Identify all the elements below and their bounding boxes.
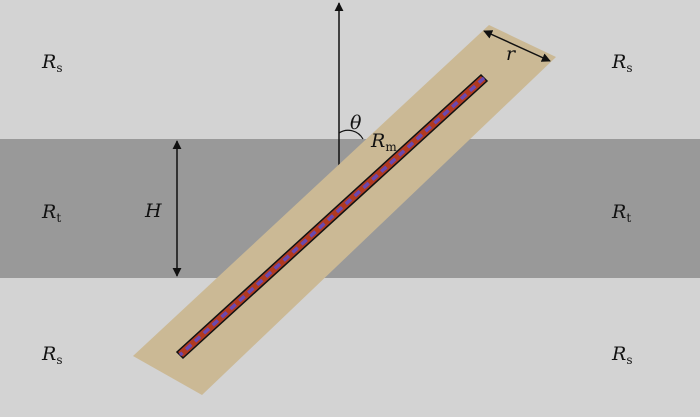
label-thickness: H bbox=[144, 200, 162, 222]
label-angle: θ bbox=[350, 112, 362, 134]
label-rs-bottom-right: Rs bbox=[611, 343, 632, 367]
label-rs-top-right: Rs bbox=[611, 51, 632, 75]
label-radius: r bbox=[506, 43, 517, 65]
label-rs-bottom-left: Rs bbox=[41, 343, 62, 367]
label-rs-top-left: Rs bbox=[41, 51, 62, 75]
shoulder-bed-bottom bbox=[0, 278, 700, 417]
label-rt-left: Rt bbox=[41, 201, 61, 225]
radius-arrow bbox=[483, 30, 551, 62]
label-rt-right: Rt bbox=[611, 201, 631, 225]
label-mud-resistivity: Rm bbox=[370, 130, 397, 154]
borehole-dashes bbox=[178, 76, 486, 357]
shoulder-bed-top bbox=[0, 0, 700, 139]
angle-arc bbox=[338, 129, 364, 140]
